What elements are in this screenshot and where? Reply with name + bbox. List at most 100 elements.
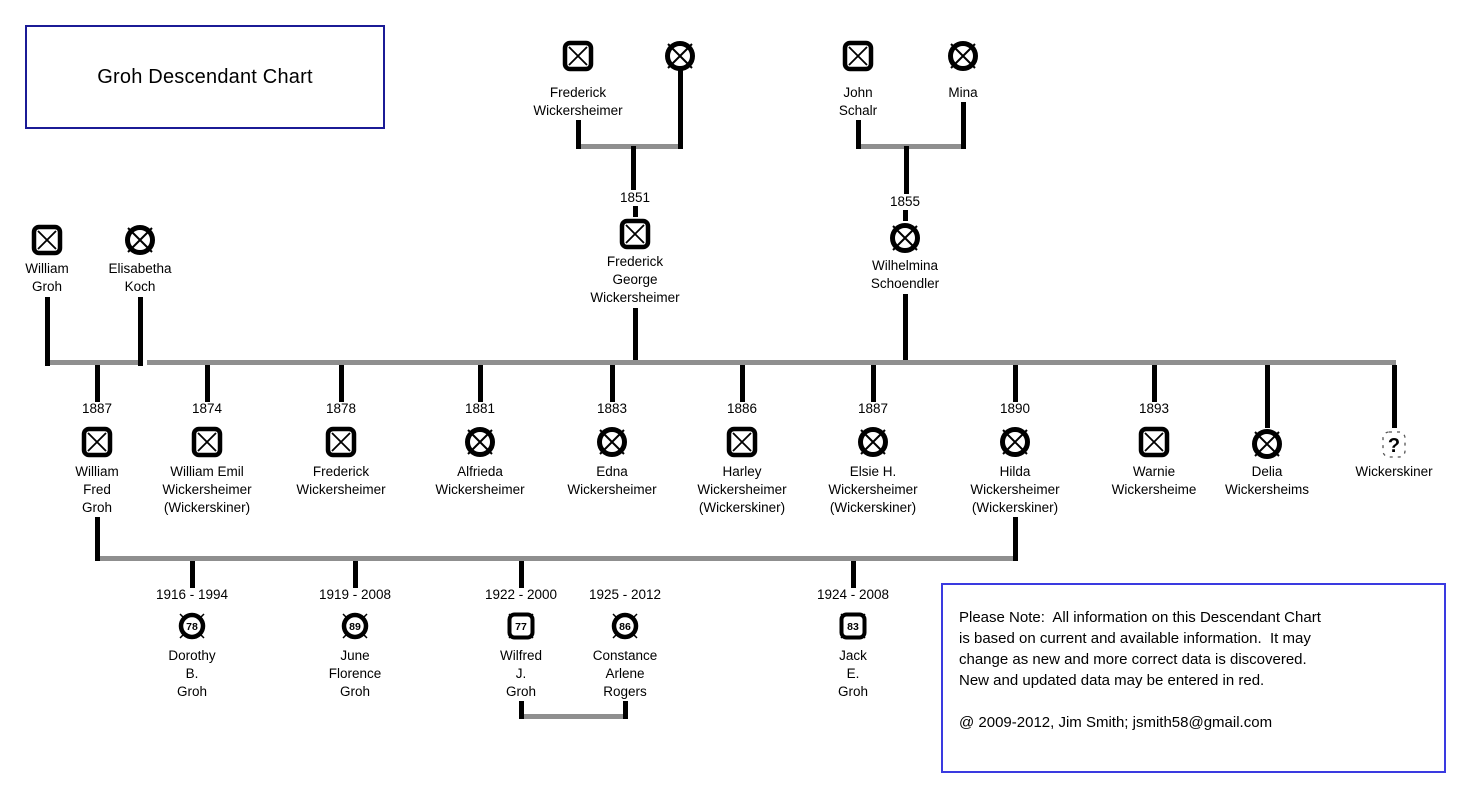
line-connector (353, 561, 358, 588)
person-name-line: Schoendler (870, 276, 940, 291)
female-deceased-icon (122, 222, 158, 258)
person-name-line: Groh (176, 684, 207, 699)
marriage-or-life-year: 1893 (1138, 401, 1170, 416)
person-name-line: George (612, 272, 658, 287)
person-name-line: Edna (596, 464, 628, 479)
person-name: Wickerskiner (1319, 463, 1462, 481)
person-name-line: Mina (948, 85, 978, 100)
person-name-line: Groh (339, 684, 370, 699)
line-connector (205, 365, 210, 402)
line-connector (633, 206, 638, 217)
marriage-or-life-year: 1855 (889, 194, 921, 209)
descent-bar-connector (856, 144, 965, 149)
person-name-line: Wickersheime (1111, 482, 1197, 497)
marriage-or-life-year: 1919 - 2008 (318, 587, 392, 602)
male-deceased-icon (1136, 424, 1172, 460)
marriage-or-life-year: 1916 - 1994 (155, 587, 229, 602)
line-connector (1392, 365, 1397, 428)
line-connector (1265, 365, 1270, 428)
person-name-line: Groh (837, 684, 868, 699)
person-name-line: Wickersheimer (162, 482, 252, 497)
svg-text:89: 89 (349, 621, 361, 633)
person-name-line: (Wickerskiner) (971, 500, 1059, 515)
descent-bar-connector (147, 360, 1396, 365)
svg-text:78: 78 (186, 621, 198, 633)
descent-bar-connector (576, 144, 682, 149)
svg-text:77: 77 (515, 621, 527, 633)
line-connector (903, 294, 908, 360)
note-text-line: Please Note: All information on this Des… (959, 609, 1321, 626)
female-deceased-icon (462, 424, 498, 460)
person-name-line: Wickersheimer (435, 482, 525, 497)
note-text-line: is based on current and available inform… (959, 630, 1311, 647)
person-name-line: William (25, 261, 69, 276)
person-name-line: Groh (81, 500, 112, 515)
male-deceased-icon (323, 424, 359, 460)
person-name-line: Jack (839, 648, 867, 663)
line-connector (519, 701, 524, 719)
female-deceased-icon (997, 424, 1033, 460)
line-connector (1013, 517, 1018, 561)
marriage-or-life-year: 1874 (191, 401, 223, 416)
person-name-line: Wickersheimer (296, 482, 386, 497)
person-name-line: Wickersheimer (590, 290, 680, 305)
person-name-line: Harley (722, 464, 762, 479)
copyright-line: @ 2009-2012, Jim Smith; jsmith58@gmail.c… (959, 714, 1273, 731)
person-name-line: John (843, 85, 873, 100)
line-connector (633, 308, 638, 360)
line-connector (631, 146, 636, 190)
marriage-or-life-year: 1925 - 2012 (588, 587, 662, 602)
person-name-line: Elisabetha (108, 261, 172, 276)
line-connector (1152, 365, 1157, 402)
marriage-or-life-year: 1890 (999, 401, 1031, 416)
person-name-line: William Emil (170, 464, 244, 479)
person-name-line: Groh (505, 684, 536, 699)
descent-bar-connector (45, 360, 142, 365)
line-connector (961, 102, 966, 149)
person-name-line: E. (846, 666, 860, 681)
person-name-line: (Wickerskiner) (163, 500, 251, 515)
note-text-line: New and updated data may be entered in r… (959, 672, 1265, 689)
person-name-line: Wickersheimer (533, 103, 623, 118)
person-name-line: Frederick (606, 254, 664, 269)
person-name-line: Wickersheimer (970, 482, 1060, 497)
person-name-line: Groh (31, 279, 62, 294)
descent-bar-connector (97, 556, 1017, 561)
female-deceased-icon (1249, 426, 1285, 462)
line-connector (95, 365, 100, 402)
person-name-line: Schalr (838, 103, 878, 118)
person-name-line: Wickersheimer (567, 482, 657, 497)
person-name-line: Wickerskiner (1355, 464, 1433, 479)
line-connector (519, 561, 524, 588)
person-name-line: (Wickerskiner) (829, 500, 917, 515)
person-name-line: Arlene (605, 666, 645, 681)
chart-title: Groh Descendant Chart (97, 65, 313, 88)
line-connector (851, 561, 856, 588)
line-connector (95, 517, 100, 561)
person-name-line: Koch (124, 279, 156, 294)
marriage-or-life-year: 1886 (726, 401, 758, 416)
line-connector (339, 365, 344, 402)
person-name: Elsie H.Wickersheimer(Wickerskiner) (798, 463, 948, 517)
marriage-or-life-year: 1887 (857, 401, 889, 416)
svg-text:86: 86 (619, 621, 631, 633)
line-connector (1013, 365, 1018, 402)
note-box: Please Note: All information on this Des… (941, 583, 1446, 773)
person-name-line: Rogers (603, 684, 647, 699)
male-deceased-icon (29, 222, 65, 258)
line-connector (904, 146, 909, 194)
line-connector (623, 701, 628, 719)
